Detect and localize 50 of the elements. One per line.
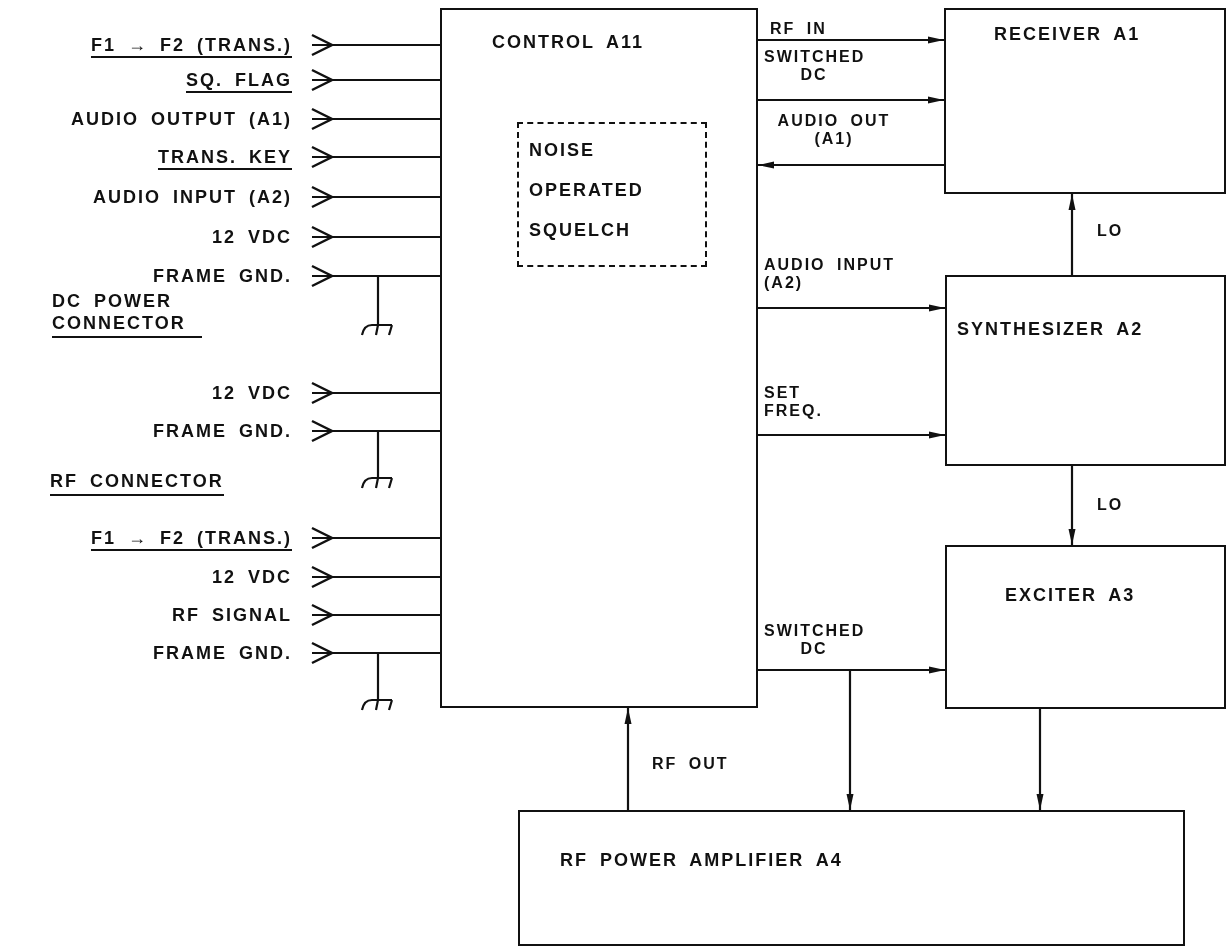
block-title: SYNTHESIZER A2 xyxy=(957,319,1144,340)
arrow xyxy=(1036,709,1044,810)
block-title: RECEIVER A1 xyxy=(994,24,1141,45)
block-title: CONTROL A11 xyxy=(492,32,645,53)
block-box xyxy=(945,545,1226,709)
block-box xyxy=(945,275,1226,466)
signal-line xyxy=(310,641,440,665)
arrow xyxy=(758,431,945,439)
pin-label: AUDIO OUTPUT (A1) xyxy=(71,107,312,131)
signal-line xyxy=(310,526,440,550)
signal-line xyxy=(310,33,440,57)
dashed-box xyxy=(517,122,707,267)
signal-line xyxy=(310,145,440,169)
pin-label: SQ. FLAG xyxy=(186,68,312,92)
block-box xyxy=(440,8,758,708)
block-box xyxy=(944,8,1226,194)
block-title: EXCITER A3 xyxy=(1005,585,1136,606)
pin-label: FRAME GND. xyxy=(153,641,312,665)
arrow xyxy=(758,161,944,169)
arrow xyxy=(758,96,944,104)
signal-line xyxy=(310,381,440,405)
pin-label: 12 VDC xyxy=(211,565,312,589)
pin-label: FRAME GND. xyxy=(153,264,312,288)
arrow xyxy=(624,708,632,810)
pin-label: 12 VDC xyxy=(211,225,312,249)
signal-line xyxy=(310,565,440,589)
signal-line xyxy=(310,107,440,131)
pin-label: TRANS. KEY xyxy=(158,145,312,169)
arrow xyxy=(758,36,944,44)
pin-label: AUDIO INPUT (A2) xyxy=(93,185,312,209)
signal-line xyxy=(310,225,440,249)
signal-line xyxy=(310,419,440,443)
arrow xyxy=(758,668,854,810)
arrow xyxy=(758,304,945,312)
arrow xyxy=(1068,466,1076,545)
signal-line xyxy=(310,185,440,209)
connector-heading: DC POWER CONNECTOR xyxy=(52,290,202,338)
pin-label: FRAME GND. xyxy=(153,419,312,443)
connector-heading: RF CONNECTOR xyxy=(50,470,224,496)
signal-line xyxy=(310,603,440,627)
signal-line xyxy=(310,264,440,288)
arrow xyxy=(1068,194,1076,275)
pin-label: F1 → F2 (TRANS.) xyxy=(91,526,312,550)
pin-label: RF SIGNAL xyxy=(172,603,312,627)
pin-label: 12 VDC xyxy=(211,381,312,405)
block-title: NOISE OPERATED SQUELCH xyxy=(529,139,645,242)
signal-line xyxy=(310,68,440,92)
block-box xyxy=(518,810,1185,946)
pin-label: F1 → F2 (TRANS.) xyxy=(91,33,312,57)
block-title: RF POWER AMPLIFIER A4 xyxy=(560,850,843,871)
